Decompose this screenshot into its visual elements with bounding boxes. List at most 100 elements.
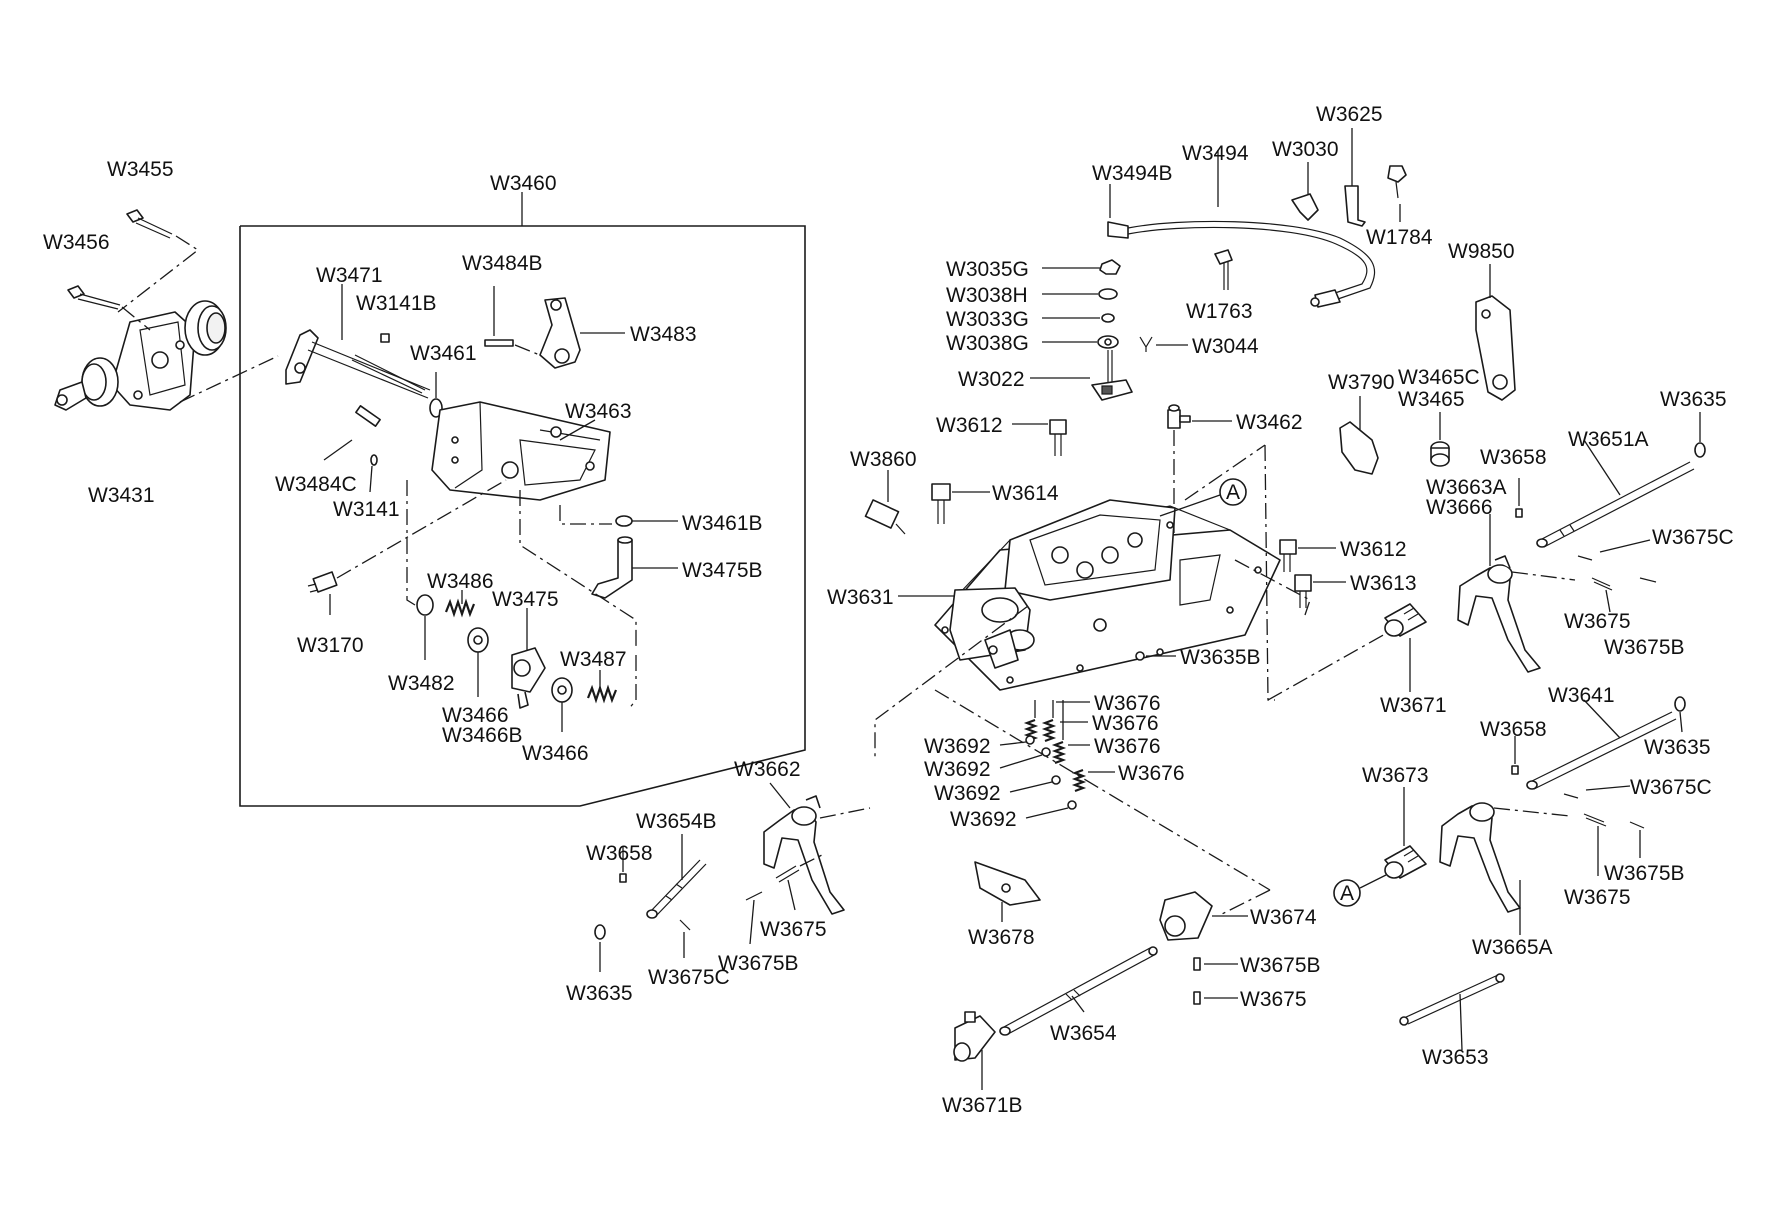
label-w3466b: W3466B — [442, 724, 523, 747]
label-w3675c-3: W3675C — [648, 966, 730, 989]
pin-w3675-lower — [1583, 813, 1605, 823]
label-w3635-3: W3635 — [566, 982, 633, 1005]
rail-w3653 — [1399, 973, 1505, 1026]
sensor-w3170 — [307, 571, 338, 593]
label-w3475b: W3475B — [682, 559, 763, 582]
bolt-w3614 — [931, 483, 951, 524]
pin-w3675b-left — [745, 891, 763, 901]
label-w3635-2: W3635 — [1644, 736, 1711, 759]
label-w3675-2: W3675 — [760, 918, 827, 941]
ball-w3692-1 — [1025, 735, 1035, 745]
label-w3465: W3465 — [1398, 388, 1465, 411]
spring-w3487 — [586, 684, 618, 704]
label-w3676-1: W3676 — [1094, 692, 1161, 715]
pin-w3675-left — [775, 865, 800, 883]
label-w9850: W9850 — [1448, 240, 1515, 263]
label-w3141b: W3141B — [356, 292, 437, 315]
pin-w3658-left — [619, 873, 627, 883]
label-w3692-2: W3692 — [924, 758, 991, 781]
ball-w3692-3 — [1051, 775, 1061, 785]
pin-w3658-top — [1515, 508, 1523, 518]
label-w3675-1: W3675 — [1564, 610, 1631, 633]
housing-w3463 — [431, 401, 611, 501]
label-w3654b: W3654B — [636, 810, 717, 833]
bolt-w3612-top — [1049, 419, 1067, 456]
callout-a-bottom: A — [1333, 879, 1361, 907]
label-w3675c-1: W3675C — [1652, 526, 1734, 549]
label-w1784: W1784 — [1366, 226, 1433, 249]
bolt-w3613 — [1294, 574, 1312, 608]
bracket-w3625 — [1344, 185, 1366, 227]
label-w3482: W3482 — [388, 672, 455, 695]
oring-w3461b — [615, 515, 633, 527]
label-w3678: W3678 — [968, 926, 1035, 949]
label-w3614: W3614 — [992, 482, 1059, 505]
pin-w3675-center — [1193, 991, 1201, 1005]
label-w3675c-2: W3675C — [1630, 776, 1712, 799]
label-w3675-4: W3675 — [1564, 886, 1631, 909]
label-w3613: W3613 — [1350, 572, 1417, 595]
pin-w3675b-lower — [1629, 821, 1645, 829]
bracket-w3790 — [1339, 421, 1379, 475]
pin-w3141b — [380, 333, 390, 343]
pin-w3141 — [370, 454, 378, 466]
fork-w3666 — [1457, 555, 1541, 673]
spring-w3676-4 — [1071, 768, 1087, 793]
label-w3494: W3494 — [1182, 142, 1249, 165]
label-w3033g: W3033G — [946, 308, 1029, 331]
kit-frame-w3460 — [239, 192, 806, 807]
finger-w3475b — [591, 536, 633, 599]
ring-w3635-lower — [1674, 696, 1686, 712]
label-w3035g: W3035G — [946, 258, 1029, 281]
washer-w3482 — [416, 594, 434, 616]
label-w3494b: W3494B — [1092, 162, 1173, 185]
pin-w3675-top — [1591, 577, 1611, 587]
rail-w3641 — [1526, 711, 1677, 790]
label-w3631: W3631 — [827, 586, 894, 609]
label-w3654: W3654 — [1050, 1022, 1117, 1045]
label-w3675b-2: W3675B — [718, 952, 799, 975]
callout-a-top-text: A — [1226, 481, 1240, 504]
clip-w3030 — [1291, 193, 1319, 221]
nut-w3035g — [1099, 259, 1121, 275]
label-w3462: W3462 — [1236, 411, 1303, 434]
fork-w3665a — [1439, 802, 1521, 913]
pin-w3658-lower — [1511, 765, 1519, 775]
label-w3635-1: W3635 — [1660, 388, 1727, 411]
label-w3431: W3431 — [88, 484, 155, 507]
pin-w3675b-center — [1193, 957, 1201, 971]
label-w3675b-3: W3675B — [1240, 954, 1321, 977]
label-w3466-1: W3466 — [442, 704, 509, 727]
label-w3460: W3460 — [490, 172, 557, 195]
label-w3653: W3653 — [1422, 1046, 1489, 1069]
rail-w3654 — [999, 946, 1158, 1036]
ring-w3635-left — [594, 924, 606, 940]
bolt-w3455 — [126, 209, 173, 239]
bracket-w9850 — [1475, 295, 1516, 401]
sleeve-w3673 — [1384, 845, 1427, 879]
label-w3483: W3483 — [630, 323, 697, 346]
label-w3692-3: W3692 — [934, 782, 1001, 805]
label-w3662: W3662 — [734, 758, 801, 781]
label-w3461: W3461 — [410, 342, 477, 365]
label-w3612-2: W3612 — [1340, 538, 1407, 561]
label-w3471: W3471 — [316, 264, 383, 287]
bolt-w3456 — [67, 285, 121, 310]
stud-w3022 — [1091, 350, 1133, 401]
plate-w3678 — [974, 861, 1041, 906]
plug-w3635b — [1135, 651, 1145, 661]
label-w3658-1: W3658 — [1480, 446, 1547, 469]
selector-w3674 — [1159, 891, 1213, 941]
label-w3860: W3860 — [850, 448, 917, 471]
pin-w3484c — [355, 405, 381, 427]
label-w3038h: W3038H — [946, 284, 1028, 307]
spring-w3676-2 — [1041, 718, 1057, 743]
label-w3692-1: W3692 — [924, 735, 991, 758]
label-w3671b: W3671B — [942, 1094, 1023, 1117]
label-w3676-3: W3676 — [1094, 735, 1161, 758]
fitting-w3462 — [1167, 404, 1191, 429]
label-w3456: W3456 — [43, 231, 110, 254]
housing-w3631 — [934, 499, 1281, 691]
block-w3475 — [511, 647, 546, 709]
